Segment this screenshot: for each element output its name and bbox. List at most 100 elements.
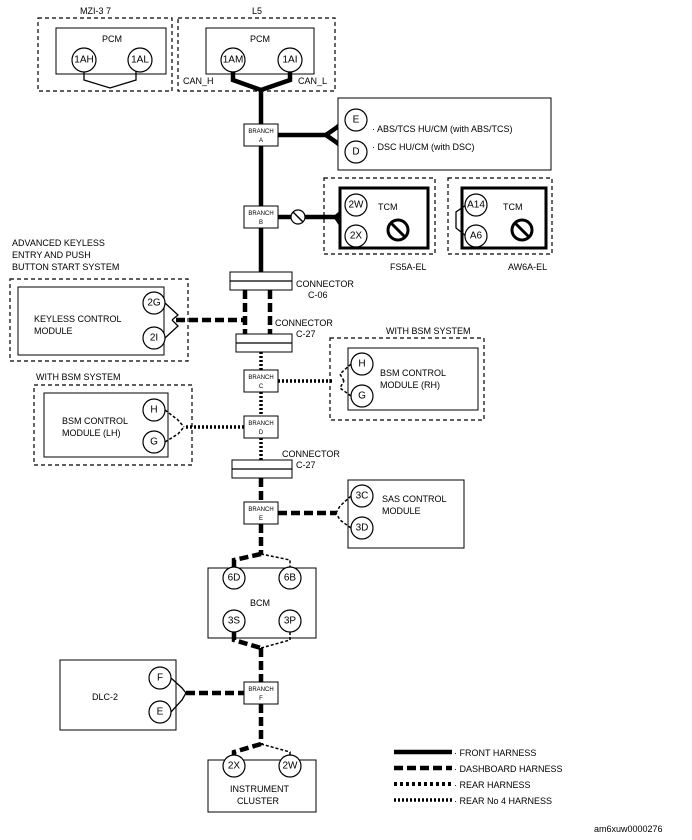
pcm-l5-group-label: L5 (252, 6, 262, 16)
bsm-lh-line2: MODULE (LH) (62, 428, 121, 438)
can-l-label: CAN_L (298, 76, 327, 86)
pcm-mzi-group-label: MZI-3 7 (80, 6, 111, 16)
bcm-top-pair-a (231, 551, 262, 568)
pcm-l5-group-frame (177, 17, 336, 92)
bsm-lh-pair (164, 409, 185, 443)
connector-c06-id: C-06 (308, 290, 328, 300)
pcm-mzi-pin-1al-label: 1AL (131, 55, 149, 66)
tcm1-prohibited-slash (389, 221, 407, 239)
cluster-pin-2x (222, 754, 246, 778)
branch-c-word: BRANCH (248, 375, 273, 381)
dlc-title: DLC-2 (92, 692, 118, 702)
branch-b-letter: B (259, 220, 263, 226)
sas-line1: SAS CONTROL (382, 494, 447, 504)
tcm1-prohibited-icon (386, 218, 410, 242)
sas-pair (335, 495, 352, 529)
tcm1-group-frame (323, 177, 436, 255)
can-h-label: CAN_H (183, 76, 214, 86)
bcm-bottom-pair-b (260, 632, 291, 649)
tcm2-pin-a14 (464, 193, 488, 217)
tcm1-pin-2w-label: 2W (349, 200, 365, 211)
tcm2-prohibited-icon (510, 218, 534, 242)
branch-e-letter: E (259, 516, 263, 522)
bcm-title: BCM (250, 598, 270, 608)
bsm-lh-group-frame (33, 384, 193, 466)
bsm-lh-pin-h-label: H (150, 405, 157, 416)
keyless-heading3: BUTTON START SYSTEM (12, 262, 119, 272)
cluster-pin-2w (278, 754, 302, 778)
cluster-pin-2x-label: 2X (228, 761, 241, 772)
tcm2-title: TCM (503, 202, 523, 212)
tcm2-pair (455, 204, 467, 237)
pcm-mzi-pin-1ah-label: 1AH (74, 55, 93, 66)
pcm-mzi-group-frame (37, 17, 173, 92)
pcm-mzi-pin-1al (127, 47, 153, 73)
tcm2-pin-a6-label: A6 (470, 231, 483, 242)
abs-line1: · ABS/TCS HU/CM (with ABS/TCS) (372, 124, 513, 134)
dlc-pair (170, 677, 187, 713)
bcm-pin-6b (278, 566, 302, 590)
keyless-pin-2g-label: 2G (147, 298, 161, 309)
branch-d-letter: D (259, 430, 264, 436)
bsm-lh-heading: WITH BSM SYSTEM (36, 372, 121, 382)
bcm-pin-6d (222, 566, 246, 590)
cluster-pin-2w-label: 2W (283, 761, 299, 772)
pcm-l5-title: PCM (250, 34, 270, 44)
tcm1-pin-2x-label: 2X (350, 231, 363, 242)
bsm-rh-pin-g-label: G (358, 391, 366, 402)
connector-c27-b-id: C-27 (296, 460, 316, 470)
pcm-l5-pair (230, 72, 293, 93)
keyless-group-frame (9, 278, 189, 362)
abs-pin-d-label: D (352, 147, 359, 158)
pcm-mzi-pin-1ah (71, 47, 97, 73)
connector-c27-a-id: C-27 (296, 329, 316, 339)
sas-pin-3c-label: 3C (356, 491, 369, 502)
bcm-bottom-pair-a (231, 632, 262, 651)
keyless-pair (164, 302, 179, 339)
dlc-pin-e-label: E (157, 707, 164, 718)
bsm-rh-line1: BSM CONTROL (380, 368, 446, 378)
bsm-lh-pin-g-label: G (150, 437, 158, 448)
tcm2-pin-a14-label: A14 (467, 200, 485, 211)
tcm1-pin-2x (344, 224, 368, 248)
connector-c27-a-label: CONNECTOR (275, 318, 333, 328)
abs-line2: · DSC HU/CM (with DSC) (372, 142, 475, 152)
keyless-heading1: ADVANCED KEYLESS (12, 238, 105, 248)
pcm-mzi-title: PCM (102, 34, 122, 44)
connector-c06-label: CONNECTOR (296, 279, 354, 289)
dlc-pin-f-label: F (157, 673, 163, 684)
tcm2-prohibited-slash (513, 221, 531, 239)
keyless-box (17, 286, 165, 356)
bsm-rh-pin-h-label: H (358, 359, 365, 370)
pcm-l5-pin-1ai-label: 1AI (282, 55, 297, 66)
keyless-line1: KEYLESS CONTROL (34, 314, 122, 324)
bsm-lh-line1: BSM CONTROL (62, 416, 128, 426)
image-code: am6xuw0000276 (594, 824, 663, 834)
legend-rear-label: · REAR HARNESS (454, 780, 531, 790)
bsm-rh-line2: MODULE (RH) (380, 380, 440, 390)
tcm2-group-frame (447, 177, 553, 255)
bcm-pin-6d-label: 6D (228, 573, 241, 584)
tcm2-pin-a6 (464, 224, 488, 248)
abs-pin-e (344, 108, 368, 132)
abs-pin-d (344, 140, 368, 164)
bcm-pin-6b-label: 6B (284, 573, 297, 584)
branch-b-word: BRANCH (248, 211, 273, 217)
tcm1-pin-2w (344, 193, 368, 217)
bsm-rh-pair (339, 363, 352, 397)
connector-c27-b-label: CONNECTOR (282, 449, 340, 459)
branch-f-letter: F (259, 696, 263, 702)
bsm-rh-heading: WITH BSM SYSTEM (386, 326, 471, 336)
keyless-line2: MODULE (34, 326, 73, 336)
legend-front-label: · FRONT HARNESS (454, 748, 536, 758)
pcm-mzi-twisted-pair (83, 68, 137, 89)
sas-line2: MODULE (382, 506, 421, 516)
bcm-top-pair-b (260, 553, 291, 568)
tcm2-variant: AW6A-EL (508, 262, 547, 272)
tcm1-variant: FS5A-EL (390, 262, 427, 272)
bsm-rh-group-frame (329, 337, 485, 421)
cluster-line2: CLUSTER (237, 796, 280, 806)
branch-d-word: BRANCH (248, 421, 273, 427)
tcm1-title: TCM (378, 202, 398, 212)
